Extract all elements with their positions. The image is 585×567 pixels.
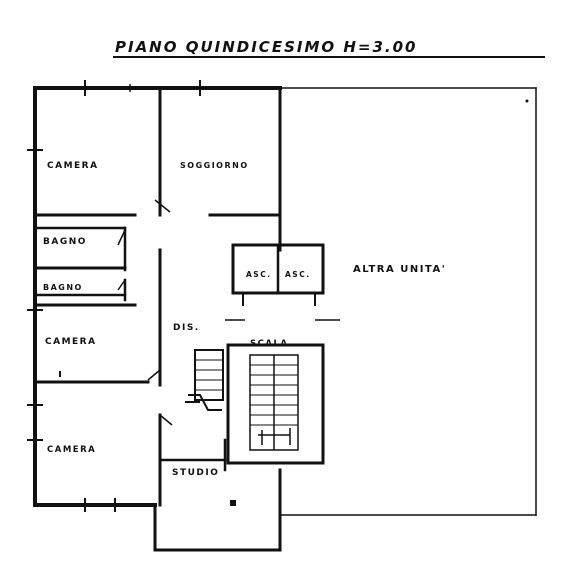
room-label-dis: DIS.	[173, 323, 200, 333]
room-label-asc-2: ASC.	[285, 270, 311, 279]
room-label-camera-1: CAMERA	[47, 161, 99, 171]
fixture-mark	[230, 500, 236, 506]
room-label-studio: STUDIO	[172, 468, 219, 478]
dot-mark	[525, 99, 529, 103]
room-label-bagno-2: BAGNO	[43, 283, 83, 292]
room-label-bagno-1: BAGNO	[43, 237, 87, 247]
room-label-soggiorno: SOGGIORNO	[180, 161, 249, 170]
room-label-camera-2: CAMERA	[45, 337, 97, 347]
outer-walls	[27, 80, 537, 552]
room-label-asc-1: ASC.	[246, 270, 272, 279]
room-label-scala: SCALA	[250, 339, 288, 349]
room-label-altra-unita: ALTRA UNITA'	[353, 264, 446, 275]
lift-shafts	[225, 243, 340, 321]
stairwell	[185, 343, 325, 465]
room-label-camera-3: CAMERA	[47, 445, 96, 455]
plan-title: PIANO QUINDICESIMO H=3.00	[115, 38, 417, 56]
interior-walls	[33, 86, 282, 507]
